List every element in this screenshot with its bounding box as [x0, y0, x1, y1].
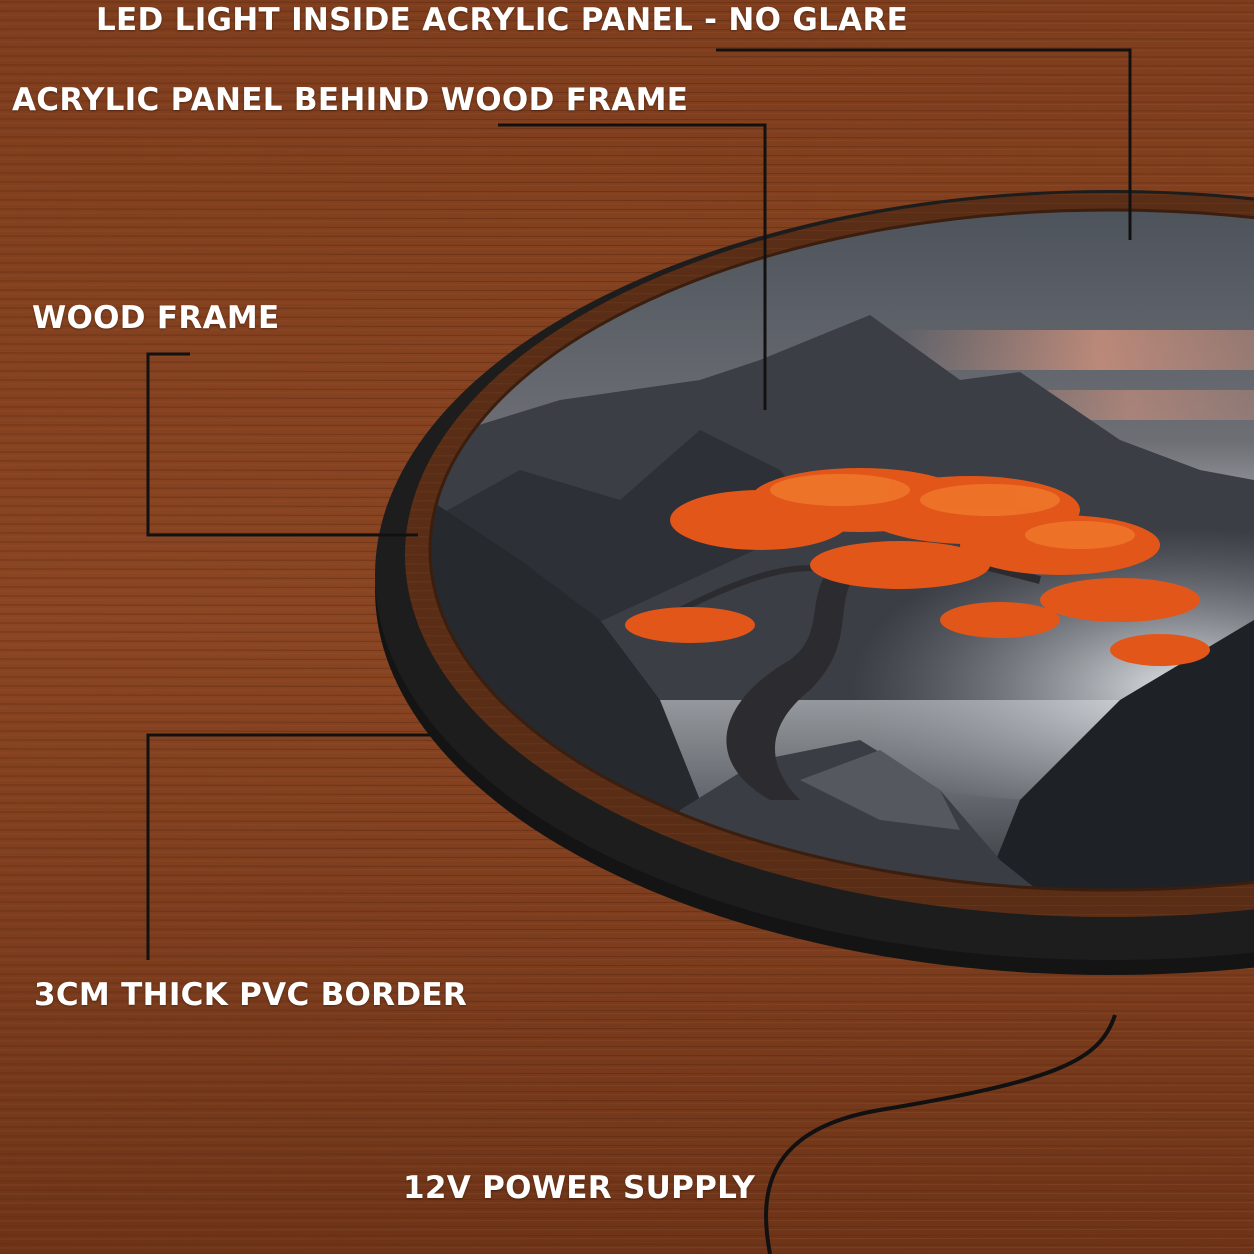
callout-line-led — [716, 48, 1132, 240]
callout-line-pvc — [146, 733, 430, 960]
callout-line-wood — [146, 352, 418, 537]
power-cable — [764, 1014, 1117, 1254]
callout-acrylic-panel-label: ACRYLIC PANEL BEHIND WOOD FRAME — [12, 82, 689, 118]
callout-line-acrylic — [498, 123, 767, 410]
callout-lines — [146, 48, 1132, 960]
callout-led-light-label: LED LIGHT INSIDE ACRYLIC PANEL - NO GLAR… — [96, 2, 909, 38]
callout-power-supply-label: 12V POWER SUPPLY — [403, 1170, 756, 1206]
callout-wood-frame-label: WOOD FRAME — [32, 300, 280, 336]
callout-pvc-border-label: 3CM THICK PVC BORDER — [34, 977, 468, 1013]
